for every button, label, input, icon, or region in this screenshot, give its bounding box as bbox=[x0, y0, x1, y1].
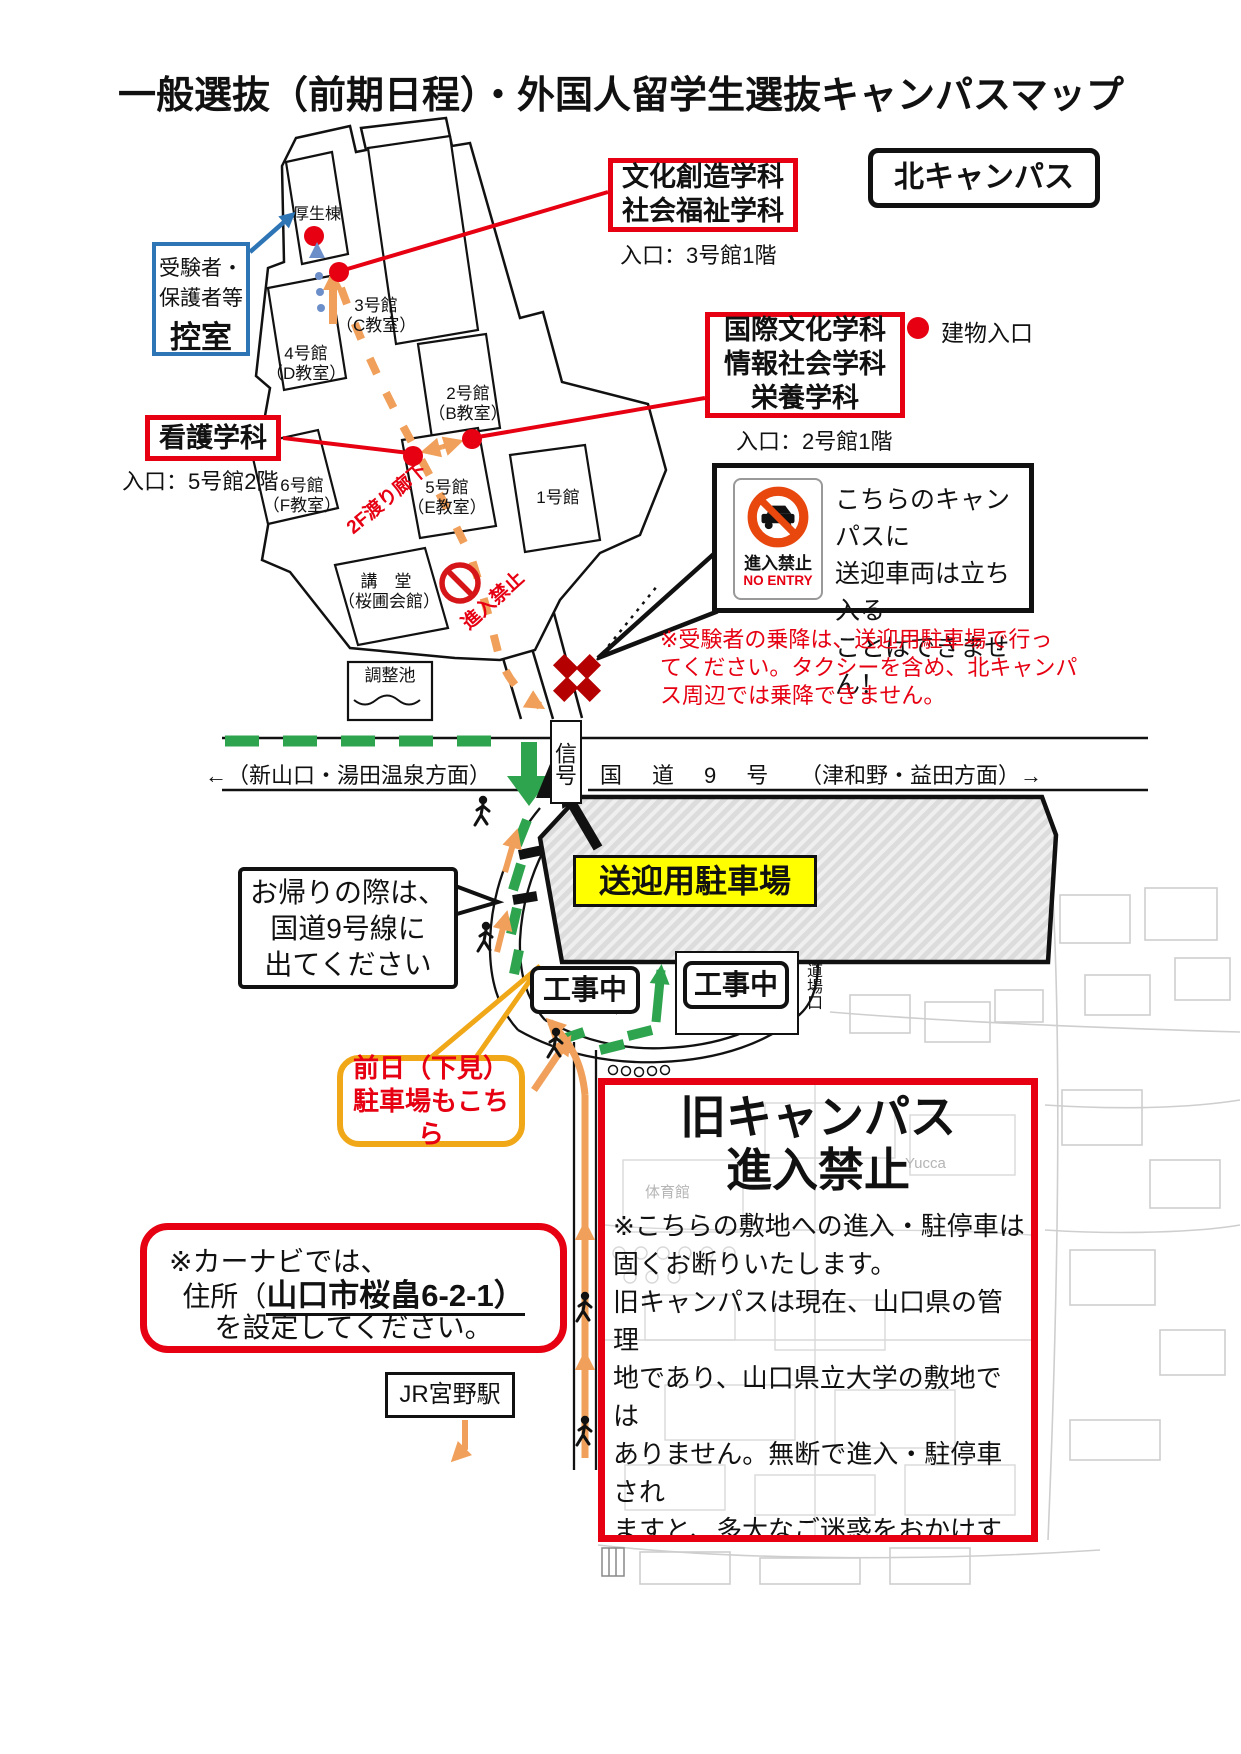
station-box: JR宮野駅 bbox=[385, 1372, 515, 1418]
old-campus-faint-map bbox=[597, 879, 1241, 1585]
navi-note-box: ※カーナビでは、 住所（山口市桜畠6-2-1） を設定してください。 bbox=[140, 1223, 567, 1353]
exit-note-bubble: お帰りの際は、 国道9号線に 出てください bbox=[238, 867, 458, 989]
no-entry-sign-ja: 進入禁止 bbox=[744, 554, 812, 573]
entrance-dots bbox=[304, 226, 929, 466]
entrance-label-kokusai: 入口：2号館1階 bbox=[736, 429, 893, 454]
parking-label: 送迎用駐車場 bbox=[573, 855, 817, 907]
crossing-x-icon bbox=[552, 653, 602, 703]
dept-box-bunka: 文化創造学科 社会福祉学科 bbox=[608, 158, 798, 232]
no-entry-circle-icon bbox=[439, 562, 481, 604]
dept-box-kango: 看護学科 bbox=[145, 415, 281, 461]
no-entry-car-icon bbox=[747, 486, 809, 548]
construction-box-2: 工事中 bbox=[683, 961, 789, 1009]
entrance-label-kango: 入口：5号館2階 bbox=[122, 469, 279, 494]
signal-box: 信号 bbox=[550, 720, 582, 804]
north-campus-badge: 北キャンパス bbox=[868, 148, 1100, 208]
bld-label-2: 2号館 （B教室） bbox=[428, 384, 508, 424]
entrance-label-bunka: 入口：3号館1階 bbox=[620, 243, 777, 268]
red-callout-lines bbox=[282, 190, 706, 455]
navi-address: 山口市桜畠6-2-1 bbox=[266, 1278, 494, 1313]
old-campus-gym-label: 体育館 bbox=[645, 1184, 691, 1201]
waiting-room-line3: 控室 bbox=[170, 320, 232, 355]
no-entry-panel: 進入禁止 NO ENTRY こちらのキャンパスに 送迎車両は立ち入る ことはでき… bbox=[712, 463, 1034, 699]
road-direction-left: ←（新山口・湯田温泉方面） bbox=[205, 763, 492, 788]
blue-route bbox=[248, 211, 325, 312]
old-campus-body: ※こちらの敷地への進入・駐停車は 固くお断りいたします。 旧キャンパスは現在、山… bbox=[613, 1211, 1025, 1542]
road-name: 国 道 9 号 bbox=[600, 763, 773, 788]
no-entry-sign-en: NO ENTRY bbox=[743, 572, 813, 588]
old-campus-yucca-label: Yucca bbox=[905, 1155, 946, 1172]
dept-box-kokusai: 国際文化学科 情報社会学科 栄養学科 bbox=[705, 312, 905, 418]
no-entry-sign-card: 進入禁止 NO ENTRY bbox=[733, 478, 823, 600]
navi-line1: ※カーナビでは、 bbox=[169, 1246, 389, 1277]
bld-label-3: 3号館 （C教室） bbox=[336, 296, 417, 336]
waiting-room-line1: 受験者・ bbox=[159, 257, 243, 280]
walkway-dots bbox=[607, 1064, 671, 1078]
waiting-room-line2: 保護者等 bbox=[159, 287, 243, 310]
waiting-room-box: 受験者・ 保護者等 控室 bbox=[152, 242, 250, 356]
road-direction-right: （津和野・益田方面）→ bbox=[800, 763, 1043, 788]
bld-label-1: 1号館 bbox=[536, 488, 580, 507]
navi-line2: 住所（山口市桜畠6-2-1） bbox=[147, 1270, 560, 1316]
no-entry-panel-text: こちらのキャンパスに 送迎車両は立ち入る ことはできません！ bbox=[835, 486, 1011, 699]
bld-label-kosei: 厚生棟 bbox=[293, 206, 342, 223]
legend-entrance-label: 建物入口 bbox=[941, 320, 1033, 346]
rail-crossing-mark bbox=[601, 1547, 625, 1577]
bld-label-4: 4号館 （D教室） bbox=[266, 344, 347, 384]
dojo-gate-label: 道場口 bbox=[804, 962, 821, 1010]
old-campus-bg-map bbox=[605, 1085, 1031, 1535]
route9-road bbox=[222, 736, 1148, 792]
bld-label-6: 6号館 （F教室） bbox=[262, 476, 342, 516]
boarding-note: ※受験者の乗降は、送迎用駐車場で行っ てください。タクシーを含め、北キャンパ ス… bbox=[660, 627, 1078, 708]
bld-label-pond: 調整池 bbox=[364, 666, 416, 685]
preview-parking-bubble: 前日（下見） 駐車場もこちら bbox=[337, 1053, 525, 1149]
page-title: 一般選抜（前期日程）・外国人留学生選抜キャンパスマップ bbox=[118, 75, 1124, 117]
navi-line3: を設定してください。 bbox=[214, 1312, 493, 1343]
old-campus-title: 旧キャンパス 進入禁止 bbox=[680, 1091, 956, 1196]
bld-label-hall: 講 堂 （桜圃会館） bbox=[338, 572, 440, 612]
navi-address-suffix: ） bbox=[493, 1278, 525, 1313]
bld-label-5: 5号館 （E教室） bbox=[407, 478, 487, 518]
old-campus-box: 体育館 Yucca 旧キャンパス 進入禁止 ※こちらの敷地への進入・駐停車は 固… bbox=[598, 1078, 1038, 1542]
navi-address-prefix: 住所（ bbox=[182, 1281, 267, 1312]
construction-box-1: 工事中 bbox=[530, 966, 640, 1014]
